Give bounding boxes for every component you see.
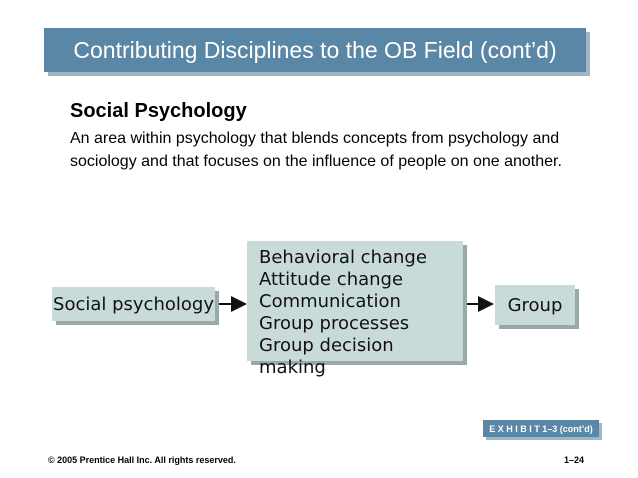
- outcome-item: Group decision making: [259, 335, 394, 378]
- outcome-item: Communication: [259, 291, 401, 312]
- diagram-target-box: Group: [495, 285, 575, 325]
- title-bar: Contributing Disciplines to the OB Field…: [44, 28, 586, 72]
- footer-page-number: 1–24: [564, 455, 585, 465]
- diagram-target-label: Group: [507, 294, 563, 316]
- section-heading: Social Psychology: [70, 100, 247, 122]
- outcome-item: Attitude change: [259, 269, 404, 290]
- outcome-item: Behavioral change: [259, 247, 427, 268]
- exhibit-label: E X H I B I T 1–3 (cont’d): [483, 420, 599, 437]
- footer-copyright: © 2005 Prentice Hall Inc. All rights res…: [48, 455, 236, 465]
- section-body: An area within psychology that blends co…: [70, 130, 562, 170]
- slide-title: Contributing Disciplines to the OB Field…: [73, 36, 557, 63]
- outcome-item: Group processes: [259, 313, 410, 334]
- diagram-outcomes-box: Behavioral change Attitude change Commun…: [247, 241, 463, 378]
- diagram-source-label: Social psychology: [53, 293, 214, 315]
- diagram-source-box: Social psychology: [52, 287, 215, 321]
